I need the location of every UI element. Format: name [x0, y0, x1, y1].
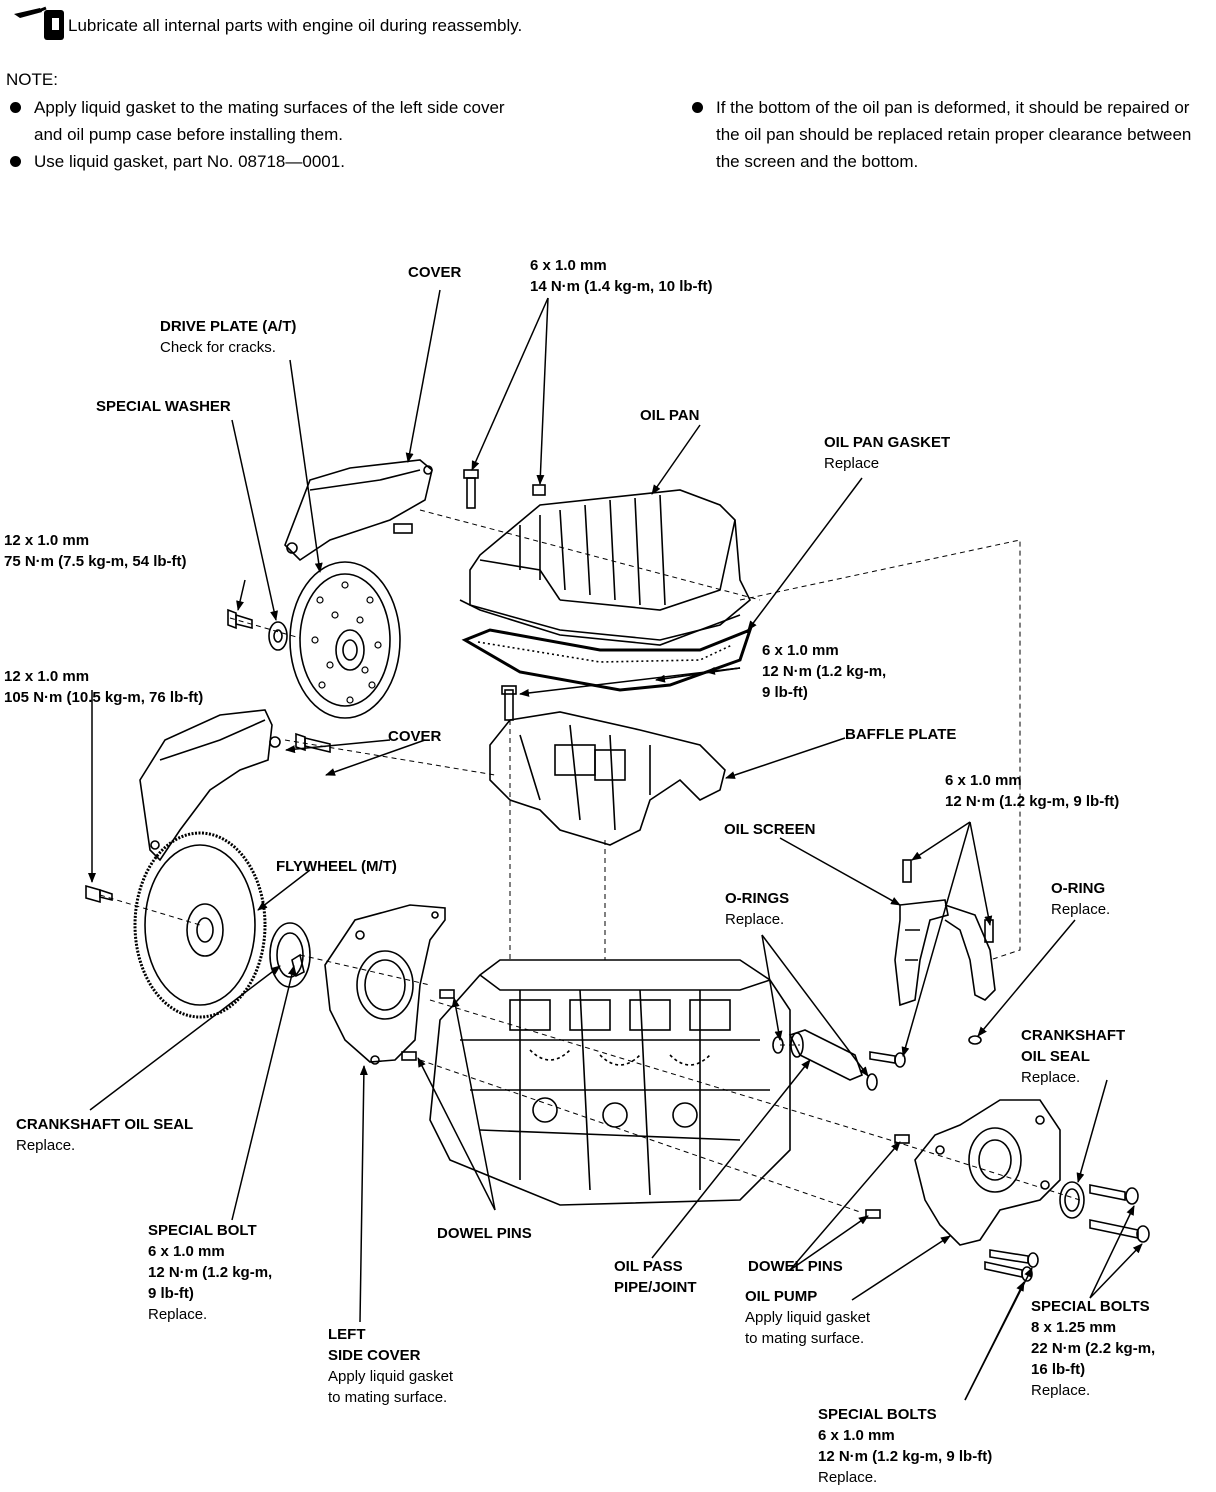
special-bolt-6mm	[989, 1249, 1039, 1268]
notes-right: If the bottom of the oil pan is deformed…	[688, 94, 1198, 175]
label-pan-bolt-spec: 6 x 1.0 mm 12 N·m (1.2 kg-m, 9 lb-ft)	[762, 642, 887, 701]
note-item: Use liquid gasket, part No. 08718—0001.	[6, 148, 526, 175]
special-bolt-8mm	[1089, 1184, 1139, 1205]
special-bolt-8mm	[1089, 1219, 1150, 1243]
dowel-pin	[401, 1051, 417, 1061]
label-oil-pump: OIL PUMP Apply liquid gasket to mating s…	[745, 1288, 871, 1347]
o-ring	[866, 1073, 878, 1091]
label-special-bolts-8mm: SPECIAL BOLTS 8 x 1.25 mm 22 N·m (2.2 kg…	[1031, 1298, 1156, 1399]
o-ring	[968, 1035, 982, 1045]
crankshaft-oil-seal-right	[1059, 1181, 1085, 1219]
oil-pan-gasket	[461, 627, 753, 692]
pan-bolt	[393, 523, 413, 534]
notes-left: Apply liquid gasket to the mating surfac…	[6, 94, 526, 175]
label-cover-mid: COVER	[388, 728, 442, 745]
drive-plate	[289, 561, 401, 719]
left-side-cover	[324, 904, 446, 1065]
alignment-lines	[99, 509, 1081, 1213]
oil-screen-bolt	[902, 859, 912, 883]
label-flywheel: FLYWHEEL (M/T)	[276, 858, 397, 875]
label-crankshaft-oil-seal-left: CRANKSHAFT OIL SEAL Replace.	[16, 1116, 194, 1154]
oil-pump	[914, 1099, 1061, 1246]
label-special-bolts-6mm: SPECIAL BOLTS 6 x 1.0 mm 12 N·m (1.2 kg-…	[818, 1406, 993, 1486]
label-oil-pan: OIL PAN	[640, 407, 700, 424]
oil-pipe-bolt	[869, 1051, 906, 1068]
label-left-side-cover: LEFT SIDE COVER Apply liquid gasket to m…	[328, 1326, 454, 1406]
label-o-rings: O-RINGS Replace.	[725, 890, 790, 928]
label-flywheel-bolt: 12 x 1.0 mm 105 N·m (10.5 kg-m, 76 lb-ft…	[4, 668, 204, 706]
pan-bolt	[463, 469, 479, 509]
label-dowel-pins-left: DOWEL PINS	[437, 1225, 532, 1242]
label-oil-pass-pipe: OIL PASS PIPE/JOINT	[614, 1258, 697, 1296]
label-dowel-pins-right: DOWEL PINS	[748, 1258, 843, 1275]
crankshaft-oil-seal-left	[269, 922, 311, 988]
note-item: Apply liquid gasket to the mating surfac…	[6, 94, 526, 148]
dowel-pin	[439, 989, 455, 999]
label-crankshaft-oil-seal-right: CRANKSHAFT OIL SEAL Replace.	[1021, 1027, 1126, 1086]
label-top-bolt-spec: 6 x 1.0 mm 14 N·m (1.4 kg-m, 10 lb-ft)	[530, 257, 713, 295]
flywheel-bolt	[85, 884, 113, 904]
special-bolt-6mm	[984, 1261, 1033, 1282]
pan-bolt	[501, 685, 517, 721]
label-oil-screen: OIL SCREEN	[724, 821, 816, 838]
label-o-ring: O-RING Replace.	[1051, 880, 1111, 918]
label-drive-plate: DRIVE PLATE (A/T) Check for cracks.	[160, 318, 297, 356]
label-drive-plate-bolt: 12 x 1.0 mm 75 N·m (7.5 kg-m, 54 lb-ft)	[4, 532, 187, 570]
label-baffle-plate: BAFFLE PLATE	[845, 726, 957, 743]
cover-mid	[139, 709, 281, 862]
cover-top	[284, 459, 433, 562]
dowel-pin	[894, 1134, 910, 1144]
oil-can-icon	[14, 6, 64, 40]
dowel-pin	[865, 1209, 881, 1219]
label-screen-bolt-spec: 6 x 1.0 mm 12 N·m (1.2 kg-m, 9 lb-ft)	[945, 772, 1120, 810]
label-special-washer: SPECIAL WASHER	[96, 398, 231, 415]
flywheel	[133, 831, 267, 1019]
leader-lines	[88, 289, 1143, 1401]
label-cover-top: COVER	[408, 264, 462, 281]
special-washer	[268, 621, 288, 651]
label-special-bolt: SPECIAL BOLT 6 x 1.0 mm 12 N·m (1.2 kg-m…	[148, 1222, 273, 1323]
oil-pan	[459, 489, 751, 646]
lubricate-instruction: Lubricate all internal parts with engine…	[68, 16, 523, 35]
label-oil-pan-gasket: OIL PAN GASKET Replace	[824, 434, 951, 472]
engine-block	[429, 959, 791, 1206]
note-heading: NOTE:	[6, 70, 58, 89]
note-item: If the bottom of the oil pan is deformed…	[688, 94, 1198, 175]
drive-plate-bolt	[227, 608, 253, 630]
pan-nut	[532, 484, 546, 496]
oil-screen	[894, 899, 996, 1007]
baffle-plate	[489, 711, 726, 846]
